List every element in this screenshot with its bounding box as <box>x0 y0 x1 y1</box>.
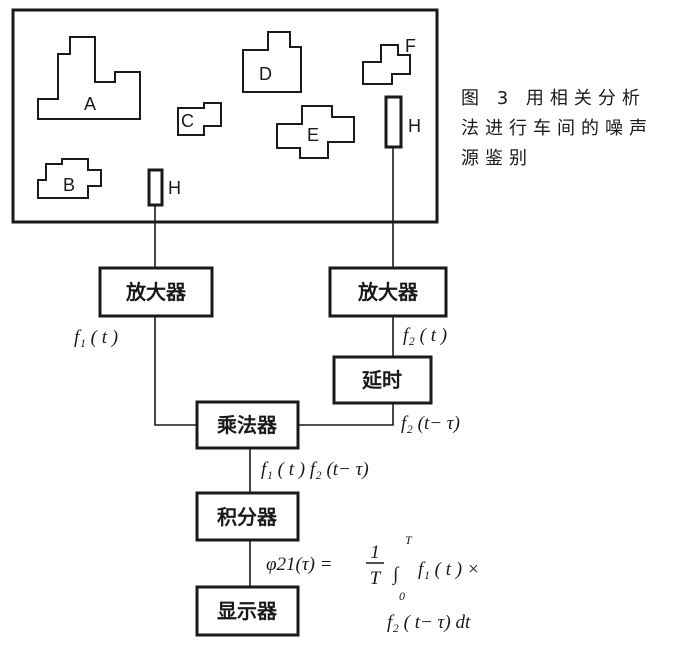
signal-f2-label: f₂ ( t ) <box>403 325 447 346</box>
amplifier-right-box <box>328 266 448 318</box>
formula-integrand: f₁ ( t ) × <box>418 559 480 580</box>
source-a-label: A <box>84 94 96 114</box>
source-a-outline <box>37 36 141 120</box>
formula-fraction-numerator: 1 <box>370 542 380 563</box>
formula-phi: φ21(τ) = <box>266 554 333 575</box>
source-d-label: D <box>259 64 272 84</box>
sensor-left <box>147 168 164 207</box>
source-d-outline <box>242 31 302 93</box>
caption-line-3: 源鉴别 <box>461 148 533 169</box>
wire-delay-to-multiplier <box>298 403 394 426</box>
signal-product-label: f₁ ( t ) f₂ (t− τ) <box>261 459 369 480</box>
formula-lower-limit: 0 <box>399 589 405 603</box>
workshop-outline <box>11 8 439 224</box>
source-e-label: E <box>307 125 319 145</box>
source-f-label: F <box>405 36 416 56</box>
caption-line-1: 图 3 用相关分析 <box>461 88 646 109</box>
amplifier-left-box <box>98 266 214 318</box>
sensor-right-label: H <box>408 116 421 136</box>
source-c-label: C <box>181 111 194 131</box>
figure-caption: 图 3 用相关分析 法进行车间的噪声 源鉴别 <box>461 84 686 174</box>
multiplier-box <box>195 400 300 450</box>
amplifier-left-label: 放大器 <box>125 280 187 304</box>
integrator-label: 积分器 <box>217 505 278 529</box>
formula-fraction-denominator: T <box>370 568 382 589</box>
source-f-outline <box>362 44 411 85</box>
source-b-outline <box>37 158 102 199</box>
wire-f1-to-multiplier <box>154 316 197 426</box>
display-label: 显示器 <box>217 599 278 623</box>
formula-integral-sign: ∫ <box>392 564 400 586</box>
delay-label: 延时 <box>361 368 402 392</box>
formula-continuation: f₂ ( t− τ) dt <box>387 612 471 633</box>
multiplier-label: 乘法器 <box>216 413 278 437</box>
source-e-outline <box>276 105 355 159</box>
integrator-box <box>195 491 300 542</box>
signal-f1-label: f₁ ( t ) <box>74 327 118 348</box>
amplifier-right-label: 放大器 <box>357 280 419 304</box>
signal-f2-delayed-label: f₂ (t− τ) <box>401 413 460 434</box>
display-box <box>195 585 300 637</box>
delay-box <box>332 355 433 405</box>
sensor-left-label: H <box>168 178 181 198</box>
source-b-label: B <box>63 175 75 195</box>
formula-upper-limit: T <box>405 533 413 547</box>
source-c-outline <box>177 102 222 136</box>
caption-line-2: 法进行车间的噪声 <box>461 118 653 139</box>
sensor-right <box>384 95 403 149</box>
